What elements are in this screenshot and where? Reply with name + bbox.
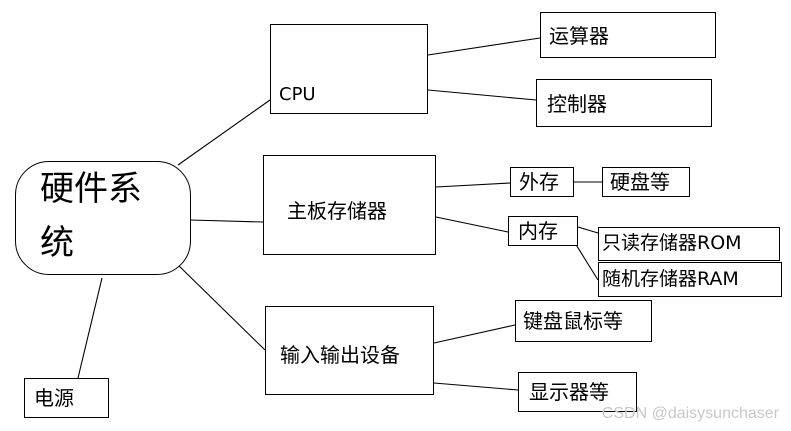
alu-label: 运算器 [549, 24, 609, 48]
power-label: 电源 [34, 386, 74, 410]
edge-cpu-controller [427, 89, 537, 101]
root-node: 硬件系 统 [15, 161, 191, 275]
io-device-node: 输入输出设备 [265, 306, 434, 395]
edge-io-output [433, 382, 519, 391]
edge-root-io [174, 261, 266, 351]
watermark: CSDN @daisysunchaser [601, 405, 779, 422]
edge-io-input [433, 324, 516, 344]
edge-internal-ram [574, 242, 599, 281]
edge-internal-rom [577, 226, 599, 234]
harddisk-label: 硬盘等 [610, 170, 670, 194]
external-storage-node: 外存 [510, 167, 574, 197]
internal-memory-node: 内存 [508, 216, 578, 246]
root-label-line2: 统 [40, 223, 74, 263]
rom-label: 只读存储器ROM [602, 232, 742, 254]
cpu-node: CPU [270, 24, 428, 114]
root-label-line1: 硬件系 [40, 169, 142, 209]
edge-root-power [77, 277, 103, 379]
input-device-label: 键盘鼠标等 [523, 309, 623, 333]
controller-label: 控制器 [547, 92, 607, 116]
storage-node: 主板存储器 [263, 155, 436, 255]
controller-node: 控制器 [536, 79, 712, 127]
power-node: 电源 [24, 378, 109, 418]
harddisk-node: 硬盘等 [602, 167, 690, 197]
edge-root-cpu [177, 99, 271, 166]
ram-label: 随机存储器RAM [602, 268, 739, 290]
rom-node: 只读存储器ROM [598, 227, 780, 261]
edge-storage-internal [435, 216, 509, 233]
external-storage-label: 外存 [519, 170, 559, 194]
input-device-node: 键盘鼠标等 [515, 300, 652, 342]
output-device-node: 显示器等 [518, 372, 637, 412]
output-device-label: 显示器等 [529, 380, 609, 404]
cpu-label: CPU [279, 84, 316, 105]
ram-node: 随机存储器RAM [598, 262, 782, 297]
edge-storage-external [435, 182, 511, 188]
edge-root-storage [189, 219, 264, 223]
io-device-label: 输入输出设备 [280, 343, 400, 367]
internal-memory-label: 内存 [518, 219, 558, 243]
edge-cpu-alu [427, 37, 541, 56]
alu-node: 运算器 [540, 12, 716, 58]
storage-label: 主板存储器 [287, 199, 387, 223]
